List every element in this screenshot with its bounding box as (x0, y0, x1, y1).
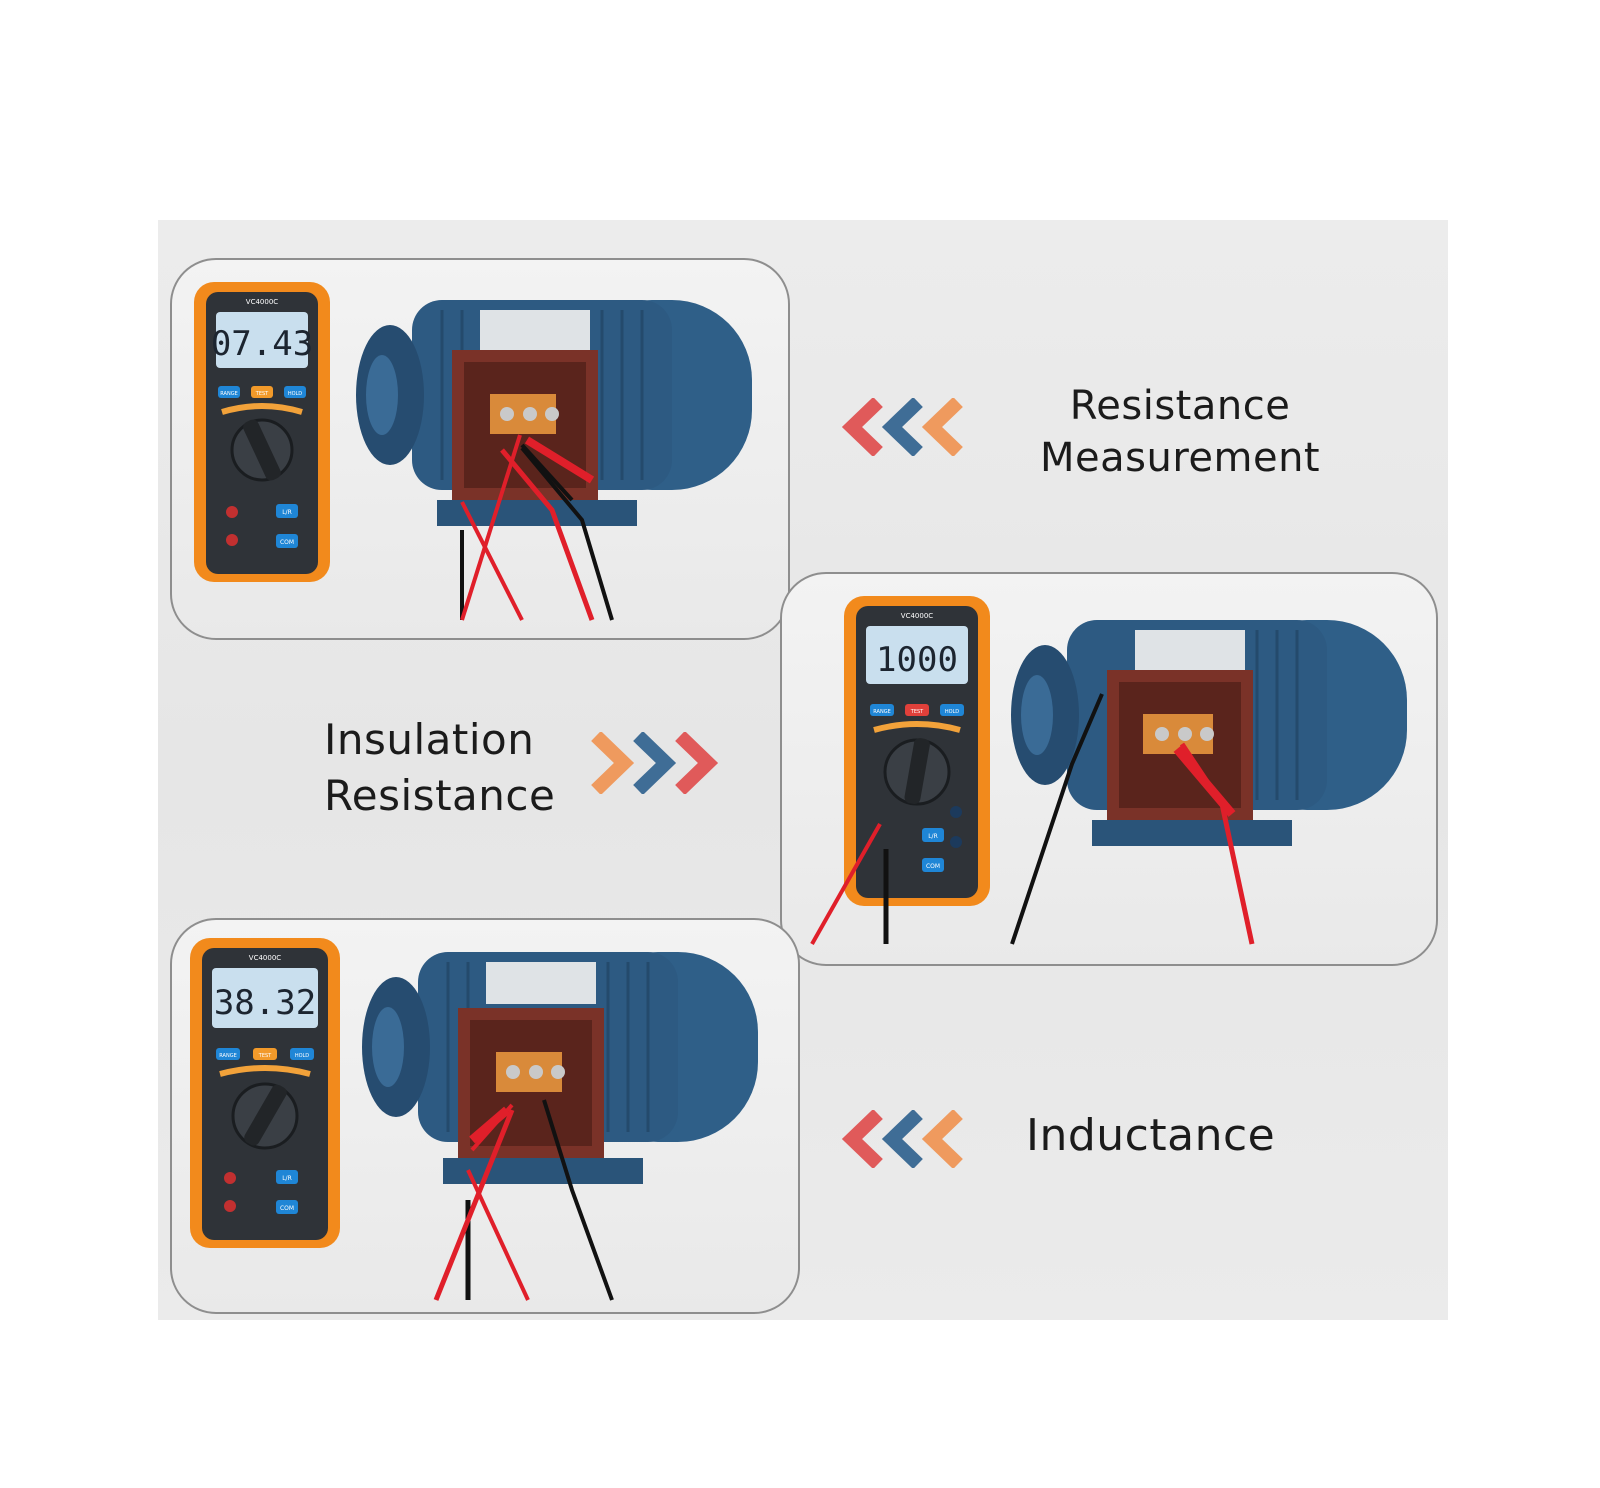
resistance-illustration: VC4000C 07.43 RANGE TEST HOLD L/R COM (194, 282, 752, 621)
resistance-measurement-label: Resistance Measurement (1040, 380, 1320, 484)
hold-button[interactable]: HOLD (945, 709, 959, 715)
lr-button[interactable]: L/R (282, 509, 292, 516)
test-button[interactable]: TEST (910, 709, 924, 715)
lr-button[interactable]: L/R (928, 833, 938, 840)
test-button[interactable]: TEST (255, 391, 269, 397)
lr-button[interactable]: L/R (282, 1175, 292, 1182)
meter-model: VC4000C (901, 612, 933, 620)
com-jack-label: COM (280, 539, 294, 546)
electric-motor (356, 300, 752, 526)
test-probes (460, 434, 614, 621)
input-jack (950, 836, 962, 848)
meter-model: VC4000C (246, 298, 278, 306)
label-line: Insulation (324, 715, 535, 764)
test-probes (810, 693, 1255, 945)
label-line: Resistance (1069, 383, 1291, 429)
input-jack (226, 534, 238, 546)
arrow-right-icon (591, 732, 719, 794)
com-jack-label: COM (280, 1205, 294, 1212)
electric-motor (362, 952, 758, 1184)
inductance-card: VC4000C 38.32 RANGE TEST HOLD L/R COM (170, 918, 800, 1314)
test-button[interactable]: TEST (258, 1053, 272, 1059)
arrow-left-icon (841, 1110, 963, 1168)
input-jack (224, 1200, 236, 1212)
inductance-label: Inductance (1026, 1110, 1275, 1162)
electric-motor (1011, 620, 1407, 846)
test-probes (433, 1099, 614, 1301)
input-jack (224, 1172, 236, 1184)
multimeter: VC4000C 07.43 RANGE TEST HOLD L/R COM (194, 282, 330, 582)
insulation-resistance-label: Insulation Resistance (324, 712, 555, 824)
hold-button[interactable]: HOLD (295, 1053, 309, 1059)
range-button[interactable]: RANGE (220, 391, 237, 397)
label-line: Inductance (1026, 1110, 1276, 1161)
meter-reading: 07.43 (211, 324, 313, 364)
meter-reading: 1000 (876, 640, 958, 680)
arrow-left-icon (841, 398, 963, 456)
insulation-resistance-card: VC4000C 1000 RANGE TEST HOLD L/R COM (780, 572, 1438, 966)
input-jack (226, 506, 238, 518)
range-button[interactable]: RANGE (873, 709, 890, 715)
range-button[interactable]: RANGE (219, 1053, 236, 1059)
meter-reading: 38.32 (214, 983, 316, 1023)
com-jack-label: COM (926, 863, 940, 870)
label-line: Measurement (1040, 435, 1321, 481)
multimeter: VC4000C 38.32 RANGE TEST HOLD L/R COM (190, 938, 340, 1248)
multimeter: VC4000C 1000 RANGE TEST HOLD L/R COM (844, 596, 990, 906)
inductance-illustration: VC4000C 38.32 RANGE TEST HOLD L/R COM (190, 938, 758, 1301)
label-line: Resistance (324, 771, 556, 820)
input-jack (950, 806, 962, 818)
hold-button[interactable]: HOLD (288, 391, 302, 397)
meter-model: VC4000C (249, 954, 281, 962)
insulation-illustration: VC4000C 1000 RANGE TEST HOLD L/R COM (810, 596, 1407, 945)
resistance-measurement-card: VC4000C 07.43 RANGE TEST HOLD L/R COM (170, 258, 790, 640)
